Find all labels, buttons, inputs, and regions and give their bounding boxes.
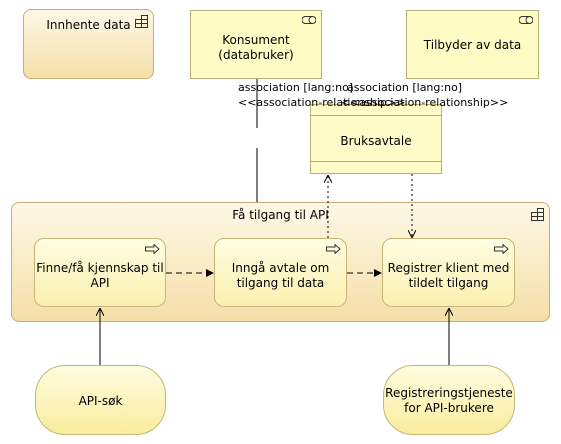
contract-bottom-divider [311, 161, 441, 162]
association-label-1: association [lang:no] [238, 81, 354, 94]
inngaa-label-line2: tilgang til data [236, 276, 325, 290]
bruksavtale-node[interactable]: Bruksavtale [310, 104, 442, 174]
association-label-2: association [lang:no] [347, 81, 463, 94]
regtjeneste-label-line1: Registreringstjeneste [385, 386, 513, 400]
tilbyder-label: Tilbyder av data [423, 38, 522, 52]
registrer-label-line1: Registrer klient med [387, 261, 510, 275]
contract-top-divider [311, 115, 441, 116]
finne-label-line1: Finne/få kjennskap til [36, 261, 164, 275]
regtjeneste-service-node[interactable]: Registreringstjeneste for API-brukere [383, 365, 515, 435]
association-stereotype-1: <<association-relationship>> [238, 96, 406, 109]
konsument-label-line2: (databruker) [218, 48, 294, 62]
innhente-data-node[interactable]: Innhente data [23, 9, 154, 79]
innhente-data-label: Innhente data [46, 18, 131, 32]
finne-process-node[interactable]: Finne/få kjennskap til API [34, 238, 166, 307]
group-label: Få tilgang til API [232, 208, 329, 222]
process-arrow-icon [145, 244, 160, 254]
association-stereotype-2: <<association-relationship>> [341, 96, 509, 109]
regtjeneste-label-line2: for API-brukere [404, 401, 494, 415]
registrer-process-node[interactable]: Registrer klient med tildelt tilgang [382, 238, 515, 307]
inngaa-label-line1: Inngå avtale om [231, 261, 330, 275]
tilbyder-node[interactable]: Tilbyder av data [406, 10, 539, 79]
function-group-icon [135, 15, 148, 28]
process-arrow-icon [494, 244, 509, 254]
bruksavtale-label: Bruksavtale [340, 134, 412, 148]
registrer-label-line2: tildelt tilgang [408, 276, 489, 290]
konsument-node[interactable]: Konsument (databruker) [190, 10, 322, 79]
role-icon [519, 16, 533, 24]
inngaa-process-node[interactable]: Inngå avtale om tilgang til data [214, 238, 347, 307]
finne-label-line2: API [90, 276, 110, 290]
apisok-label: API-søk [78, 394, 123, 408]
process-arrow-icon [326, 244, 341, 254]
konsument-label-line1: Konsument [222, 33, 290, 47]
apisok-service-node[interactable]: API-søk [35, 365, 166, 435]
role-icon [302, 16, 316, 24]
function-group-icon [531, 208, 544, 221]
